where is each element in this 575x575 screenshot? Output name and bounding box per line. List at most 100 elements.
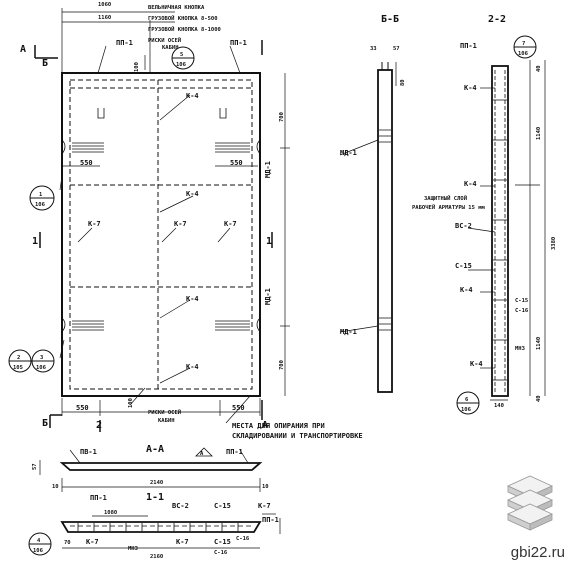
- leaders: [59, 45, 251, 424]
- dim-550-d: 550: [232, 404, 245, 412]
- dim-2160: 2160: [150, 554, 163, 560]
- label-mn3-a: МН3: [515, 346, 525, 352]
- dim-1140-b: 1140: [536, 337, 542, 350]
- label-c15-d: С-15: [214, 538, 231, 546]
- dim-700-top: 700: [279, 112, 285, 122]
- callout-6: 6 106: [456, 391, 480, 415]
- embed-plates: [61, 108, 261, 333]
- label-k7-5: К-7: [86, 538, 99, 546]
- label-k4-2: К-4: [186, 190, 199, 198]
- callout-5: 5 106: [171, 46, 195, 70]
- callout-1: 1 106: [29, 185, 55, 211]
- label-pp1-e: ПП-1: [262, 516, 279, 524]
- dim-140: 140: [494, 403, 504, 409]
- label-pp1-d: ПП-1: [90, 494, 107, 502]
- section-title-22: 2-2: [488, 14, 506, 25]
- reinforcement-frame: [69, 79, 253, 390]
- label-k4-4: К-4: [186, 363, 199, 371]
- section-aa-labels: А-А А ПВ-1 ПП-1 57 2140 10 10: [32, 444, 269, 490]
- cut-label-1b: 1: [266, 236, 272, 247]
- svg-text:106: 106: [176, 62, 187, 68]
- dim-1140-a: 1140: [536, 127, 542, 140]
- protect-note-1: ЗАЩИТНЫЙ СЛОЙ: [424, 194, 467, 202]
- section-bb-labels: Б-Б 33 57 80 МД-1 МД-1: [340, 14, 406, 336]
- cut-label-a2: А: [262, 420, 268, 431]
- label-c16-a: С-16: [515, 308, 529, 314]
- label-md1-d: МД-1: [340, 328, 357, 336]
- dim-100-bot: 100: [128, 398, 134, 408]
- dim-550-c: 550: [76, 404, 89, 412]
- svg-text:1: 1: [39, 192, 43, 198]
- support-note-1: МЕСТА ДЛЯ ОПИРАНИЯ ПРИ: [232, 422, 325, 430]
- dim-1060: 1060: [98, 2, 111, 8]
- dim-10-a: 10: [52, 484, 59, 490]
- label-pp1-aa: ПП-1: [226, 448, 243, 456]
- section-title-bb: Б-Б: [381, 14, 399, 25]
- svg-text:106: 106: [36, 365, 47, 371]
- watermark: gbi22.ru: [510, 544, 565, 561]
- label-md1-c: МД-1: [340, 149, 357, 157]
- section-aa: [39, 447, 263, 492]
- label-k4-8: К-4: [470, 360, 483, 368]
- dim-70: 70: [64, 540, 71, 546]
- label-k7-3: К-7: [224, 220, 237, 228]
- dim-2140: 2140: [150, 480, 163, 486]
- callout-7: 7 106: [513, 35, 537, 59]
- cut-label-a: А: [20, 44, 26, 55]
- dim-10-b: 10: [262, 484, 269, 490]
- dim-700-bot: 700: [279, 360, 285, 370]
- section-bb: [339, 62, 397, 393]
- label-k4-6: К-4: [464, 180, 477, 188]
- svg-text:106: 106: [461, 407, 472, 413]
- right-dims: [280, 73, 290, 396]
- svg-text:2: 2: [17, 355, 20, 361]
- label-vs2-b: ВС-2: [172, 502, 189, 510]
- support-note-2: СКЛАДИРОВАНИИ И ТРАНСПОРТИРОВКЕ: [232, 432, 363, 440]
- section-title-aa: А-А: [146, 444, 164, 455]
- dim-40-a: 40: [536, 65, 542, 72]
- note-3: ГРУЗОВОЙ КНОПКА 8-1000: [148, 25, 221, 33]
- dim-1080: 1080: [104, 510, 117, 516]
- plan-view: [34, 8, 290, 432]
- label-pp1-c: ПП-1: [460, 42, 477, 50]
- label-c15-c: С-15: [214, 502, 231, 510]
- bottom-dims: [61, 165, 261, 416]
- label-k7-2: К-7: [174, 220, 187, 228]
- logo-icon: [507, 475, 553, 531]
- dim-33: 33: [370, 46, 377, 52]
- note-1: ВЕЛЬНИЧНАЯ КНОПКА: [148, 4, 205, 11]
- section-11-labels: 1-1 ПП-1 1080 ВС-2 С-15 К-7 ПП-1 70 К-7 …: [64, 492, 279, 560]
- svg-text:106: 106: [518, 51, 529, 57]
- label-md1-b: МД-1: [264, 288, 272, 305]
- label-c16-b: С-16: [214, 550, 228, 556]
- section-11: [60, 513, 281, 549]
- protect-note-2: РАБОЧЕЙ АРМАТУРЫ 15 мм: [412, 203, 486, 211]
- panel-outline: [61, 72, 261, 397]
- note-2: ГРУЗОВОЙ КНОПКА 8-500: [148, 14, 218, 22]
- label-k4-1: К-4: [186, 92, 199, 100]
- label-k7-1: К-7: [88, 220, 101, 228]
- note-4: РИСКИ ОСЕЙ: [148, 36, 181, 44]
- label-pv1: ПВ-1: [80, 448, 97, 456]
- callout-3: 3 106: [31, 349, 55, 373]
- dim-80: 80: [400, 79, 406, 86]
- callouts: 5 106 1 106 2 105 3 106 7 106 6 106: [8, 35, 537, 556]
- label-k4-7: К-4: [460, 286, 473, 294]
- callout-4: 4 106: [28, 532, 52, 556]
- section-22-labels: 2-2 ПП-1 К-4 К-4 ЗАЩИТНЫЙ СЛОЙ РАБОЧЕЙ А…: [412, 14, 557, 409]
- section-title-11: 1-1: [146, 492, 164, 503]
- label-k7-4: К-7: [258, 502, 271, 510]
- note-5: КАБИН: [162, 45, 179, 51]
- callout-2: 2 105: [8, 349, 32, 373]
- aa-marker: А: [200, 451, 204, 457]
- label-md1-a: МД-1: [264, 161, 272, 178]
- dim-550-a: 550: [80, 159, 93, 167]
- cut-label-b2: Б: [42, 418, 48, 429]
- label-c15-a: С-15: [455, 262, 472, 270]
- plan-labels: 1060 1160 ВЕЛЬНИЧНАЯ КНОПКА ГРУЗОВОЙ КНО…: [20, 2, 363, 440]
- cut-label-1: 1: [32, 236, 38, 247]
- dim-40-b: 40: [536, 395, 542, 402]
- top-dims: [61, 8, 175, 73]
- svg-text:106: 106: [35, 202, 46, 208]
